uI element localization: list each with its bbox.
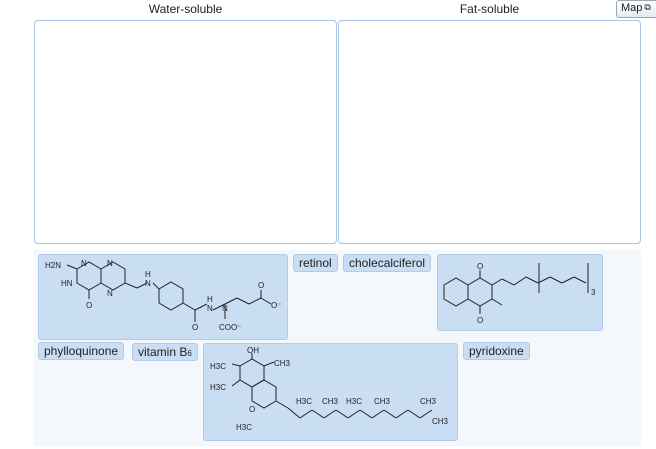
folate-atom-n4: N — [145, 279, 151, 288]
vitamin-k-structure-diagram: O O 3 — [443, 262, 596, 325]
toco-atom-ch3-5: CH3 — [432, 417, 449, 426]
toco-atom-ch3-3: CH3 — [374, 397, 391, 406]
phylloquinone-tile[interactable]: phylloquinone — [38, 342, 125, 360]
folate-atom-n5: N — [207, 304, 213, 313]
folate-atom-n1: N — [81, 259, 87, 268]
toco-atom-h3c-1: H3C — [210, 362, 226, 371]
folate-atom-n6: N — [222, 304, 228, 313]
folate-structure-tile[interactable]: H2N N N HN O N N H N O H N O O⁻ COO⁻ — [38, 254, 288, 340]
pyridoxine-tile[interactable]: pyridoxine — [463, 342, 530, 360]
folate-atom-h1: H — [145, 270, 151, 279]
toco-atom-h3c-2: H3C — [210, 383, 226, 392]
vitamin-b6-tile[interactable]: vitamin B6 — [132, 343, 198, 361]
pyridoxine-label: pyridoxine — [469, 344, 524, 358]
vitk-atom-o1: O — [477, 262, 483, 271]
vitamin-b6-subscript: 6 — [187, 349, 192, 358]
vitamin-b6-label: vitamin B — [138, 345, 188, 359]
folate-atom-o2: O — [192, 323, 198, 332]
toco-atom-ch3-2: CH3 — [322, 397, 339, 406]
cholecalciferol-tile[interactable]: cholecalciferol — [343, 254, 432, 272]
folate-atom-o3: O — [258, 281, 264, 290]
toco-atom-h3c-5: H3C — [346, 397, 362, 406]
folate-atom-h2n: H2N — [45, 261, 61, 270]
tocopherol-structure-tile[interactable]: OH H3C CH3 H3C O H3C H3C CH3 H3C CH3 CH3… — [203, 343, 458, 441]
fat-soluble-bin[interactable] — [338, 20, 641, 244]
toco-atom-h3c-3: H3C — [236, 423, 252, 432]
map-label: Map — [621, 2, 643, 14]
toco-atom-ch3-4: CH3 — [420, 397, 437, 406]
toco-atom-h3c-4: H3C — [296, 397, 312, 406]
expand-icon: ⧉ — [644, 2, 651, 12]
toco-atom-oh: OH — [247, 346, 259, 355]
toco-atom-o: O — [249, 405, 255, 414]
map-button[interactable]: Map⧉ — [616, 0, 656, 18]
toco-atom-ch3-1: CH3 — [274, 359, 291, 368]
vitk-repeat-count: 3 — [591, 288, 596, 297]
phylloquinone-label: phylloquinone — [44, 344, 119, 358]
folate-atom-o-minus: O⁻ — [271, 301, 281, 310]
folate-atom-hn: HN — [61, 279, 73, 288]
tocopherol-structure-diagram: OH H3C CH3 H3C O H3C H3C CH3 H3C CH3 CH3… — [210, 346, 449, 432]
folate-structure-diagram: H2N N N HN O N N H N O H N O O⁻ COO⁻ — [45, 259, 281, 332]
retinol-tile[interactable]: retinol — [293, 254, 338, 272]
folate-atom-o1: O — [86, 301, 92, 310]
folate-atom-coo-minus: COO⁻ — [219, 323, 241, 332]
folate-atom-h2: H — [207, 295, 213, 304]
retinol-label: retinol — [299, 256, 332, 270]
folate-atom-n3: N — [107, 289, 113, 298]
header-fat-soluble: Fat-soluble — [459, 2, 520, 16]
vitk-atom-o2: O — [477, 316, 483, 325]
cholecalciferol-label: cholecalciferol — [349, 256, 426, 270]
water-soluble-bin[interactable] — [34, 20, 337, 244]
vitamin-k-structure-tile[interactable]: O O 3 — [437, 254, 603, 331]
header-water-soluble: Water-soluble — [148, 2, 223, 16]
folate-atom-n2: N — [107, 259, 113, 268]
